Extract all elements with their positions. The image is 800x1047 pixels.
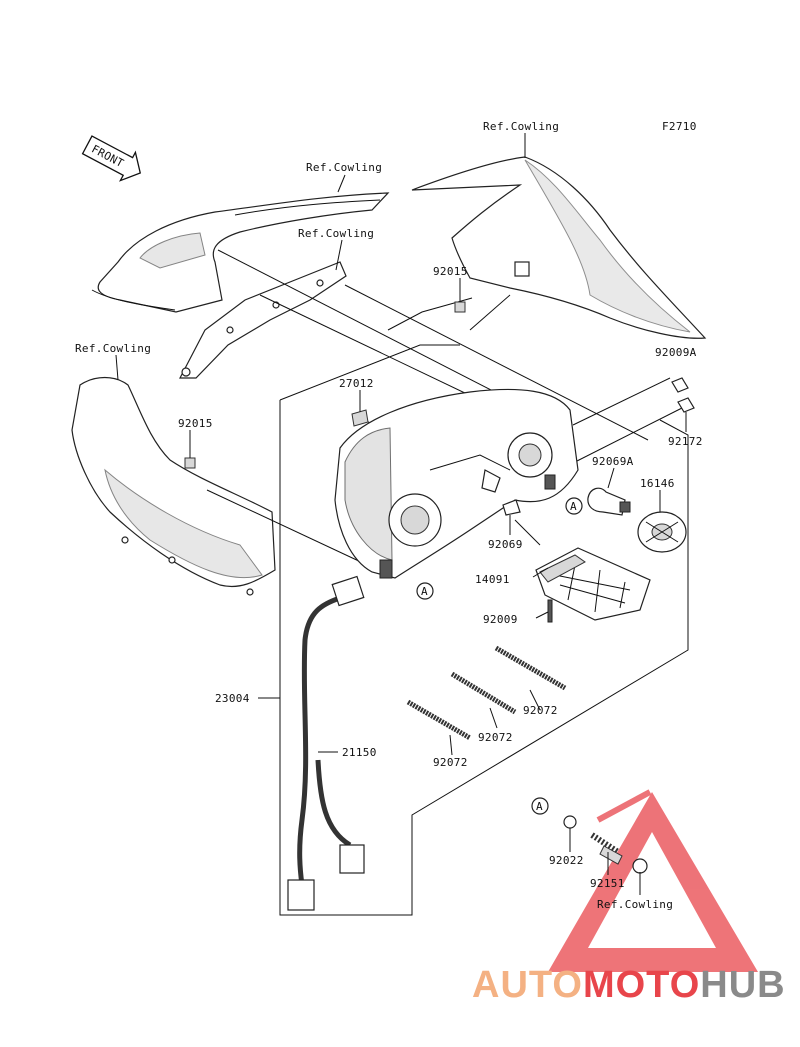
label-92022: 92022 — [549, 854, 584, 867]
watermark-text: AUTOMOTOHUB — [472, 964, 786, 1006]
callout-a-3: A — [531, 797, 549, 815]
spring-92151 — [590, 832, 620, 855]
label-92072-c: 92072 — [433, 756, 468, 769]
callout-a-2: A — [416, 582, 434, 600]
cable-tie-92072-c — [406, 699, 472, 741]
bolt-92172-a — [671, 377, 689, 393]
front-arrow-icon: FRONT — [81, 135, 142, 182]
callout-a-1: A — [565, 497, 583, 515]
label-92072-b: 92072 — [478, 731, 513, 744]
bolt-92172-b — [677, 397, 695, 413]
clip-92015-left — [184, 457, 196, 469]
callout-a-3-text: A — [536, 800, 543, 813]
label-92069: 92069 — [488, 538, 523, 551]
svg-text:AUTOMOTOHUB: AUTOMOTOHUB — [472, 964, 786, 1006]
part-labels: Ref.Cowling Ref.Cowling Ref.Cowling Ref.… — [75, 120, 703, 911]
label-92069a: 92069A — [592, 455, 634, 468]
connector-bottom-left — [287, 879, 315, 911]
label-27012: 27012 — [339, 377, 374, 390]
label-ref-cowling-bottom: Ref.Cowling — [597, 898, 673, 911]
cable-tie-92072-b — [450, 671, 517, 715]
watermark-auto: AUTO — [472, 964, 583, 1006]
upper-left-cowling — [91, 192, 390, 313]
label-92009a: 92009A — [655, 346, 697, 359]
headlight-assembly — [334, 388, 579, 579]
label-92015-upper: 92015 — [433, 265, 468, 278]
cover-14091 — [535, 547, 651, 621]
label-21150: 21150 — [342, 746, 377, 759]
callout-a-1-text: A — [570, 500, 577, 513]
label-23004: 23004 — [215, 692, 250, 705]
figure-code: F2710 — [662, 120, 697, 133]
watermark-moto: MOTO — [583, 964, 700, 1006]
watermark-hub: HUB — [700, 964, 785, 1006]
bulb-92069a — [587, 487, 631, 516]
watermark-triangle — [548, 792, 758, 972]
collar-92151 — [599, 845, 623, 865]
headlight-bracket — [179, 261, 347, 379]
harness-23004 — [287, 575, 365, 911]
callout-a-2-text: A — [421, 585, 428, 598]
watermark-logo — [548, 789, 758, 972]
label-92172: 92172 — [668, 435, 703, 448]
connector-top — [331, 575, 365, 607]
clip-92015-upper — [454, 301, 466, 313]
label-ref-cowling-bracket: Ref.Cowling — [298, 227, 374, 240]
cap-16146 — [637, 511, 687, 553]
screw-92009 — [547, 599, 553, 623]
grommet-cowling — [632, 858, 648, 874]
pad-27012 — [351, 409, 369, 427]
label-14091: 14091 — [475, 573, 510, 586]
windshield — [411, 156, 707, 339]
label-16146: 16146 — [640, 477, 675, 490]
label-92015-left: 92015 — [178, 417, 213, 430]
label-ref-cowling-top-right: Ref.Cowling — [483, 120, 559, 133]
label-ref-cowling-upper: Ref.Cowling — [306, 161, 382, 174]
assembly-frame-lines — [206, 249, 689, 916]
label-92009: 92009 — [483, 613, 518, 626]
label-92072-a: 92072 — [523, 704, 558, 717]
connector-bottom-right — [339, 844, 365, 874]
lower-left-cowling — [71, 376, 276, 596]
washer-92022 — [563, 815, 577, 829]
label-92151: 92151 — [590, 877, 625, 890]
cable-tie-92072-a — [494, 645, 567, 691]
label-ref-cowling-left: Ref.Cowling — [75, 342, 151, 355]
leader-lines — [115, 133, 687, 895]
